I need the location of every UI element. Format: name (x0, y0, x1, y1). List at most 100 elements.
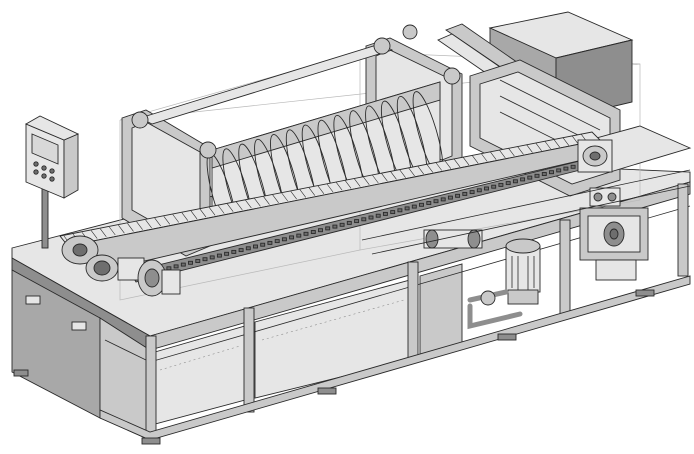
chain-link (498, 182, 504, 187)
belt-slat (272, 194, 279, 203)
chain-link (512, 179, 518, 184)
belt-slat (408, 167, 415, 177)
chain-link (274, 239, 280, 244)
control-button-3 (49, 168, 55, 174)
belt-slats (63, 133, 588, 245)
belt-slat (245, 199, 252, 209)
leg-front-5 (677, 183, 689, 277)
belt-slat (553, 139, 560, 148)
control-button-4 (33, 169, 39, 175)
chain-link (491, 184, 497, 189)
chain-link (476, 188, 482, 193)
chain-link (281, 237, 287, 242)
lower-drive-assembly (361, 169, 691, 330)
chain-link (361, 217, 367, 222)
control-button-2 (41, 165, 47, 171)
base-frame (11, 157, 691, 445)
chain-link (520, 177, 526, 182)
belt-slat (480, 153, 488, 162)
belt-slat (562, 137, 570, 146)
chain-link (188, 260, 193, 265)
chain-link (419, 202, 424, 207)
belt-slat (118, 225, 125, 234)
drum-body-shadow (211, 81, 441, 169)
chain-link (541, 172, 547, 176)
belt-slat (535, 142, 542, 151)
belt-slat (508, 147, 515, 157)
chain-link (346, 220, 352, 225)
chain-link (238, 248, 244, 253)
belt-slat (299, 189, 307, 198)
chain-link (202, 257, 208, 262)
gear-drive-left (423, 229, 483, 249)
belt-slat (426, 164, 434, 173)
chain-link (303, 231, 309, 236)
belt-slat (499, 149, 506, 159)
chain-link (570, 164, 576, 169)
belt-slat (109, 226, 116, 236)
control-button-5 (41, 173, 47, 179)
control-button-6 (49, 176, 55, 182)
chain-link (382, 211, 388, 216)
belt-slat (326, 183, 334, 193)
belt-slat (390, 171, 397, 180)
chain-link (173, 264, 179, 269)
leg-front-2 (243, 307, 255, 413)
chain-link (411, 204, 417, 209)
chain-link (209, 255, 215, 260)
belt-slat (444, 160, 452, 169)
control-screen (31, 133, 59, 165)
right-conveyor-drive (577, 139, 613, 173)
belt-slat (163, 216, 171, 225)
chain-link (390, 210, 396, 215)
foot-2 (141, 437, 161, 445)
handwheel-left-mid (199, 141, 217, 159)
belt-slat (254, 198, 261, 207)
chain-link (426, 201, 432, 205)
control-button-1 (33, 161, 39, 167)
chain-link (534, 173, 540, 178)
belt-slat (544, 140, 551, 150)
chain-link (216, 253, 222, 258)
belt-slat (417, 165, 424, 175)
chain-link (397, 208, 403, 213)
pump-motor (505, 238, 541, 305)
foot-5 (635, 289, 655, 297)
belt-slat (236, 201, 243, 211)
belt-slat (381, 173, 388, 182)
chain-link (332, 224, 338, 229)
control-box-top (24, 115, 80, 141)
belt-slat (290, 191, 297, 200)
chain-link (180, 262, 186, 267)
chain-link (224, 251, 230, 256)
belt-slat (399, 169, 406, 178)
chain-link (354, 219, 360, 224)
belt-slat (517, 146, 524, 155)
belt-slat (217, 205, 225, 214)
belt-slat (281, 192, 288, 202)
belt-slat (181, 212, 189, 221)
belt-slat (127, 223, 134, 232)
belt-slat (199, 208, 207, 218)
chain-link (404, 206, 410, 211)
belt-slat (453, 158, 461, 168)
chain-link (318, 228, 323, 233)
belt-slat (526, 144, 533, 153)
chain-link (556, 168, 562, 173)
chain-link (447, 195, 453, 200)
chain-link (433, 199, 439, 204)
chain-link (260, 242, 266, 247)
cabinet-handle-lower (71, 321, 87, 331)
control-pole (41, 185, 49, 249)
pipe-valve (480, 290, 496, 306)
pipe-2 (467, 303, 523, 330)
chain-link (440, 197, 446, 202)
chain-links (137, 159, 598, 278)
handwheel-rear (402, 24, 418, 40)
belt-slat (226, 203, 234, 212)
chain-link (267, 240, 273, 245)
foot-1 (13, 369, 29, 377)
conveyor (59, 131, 613, 297)
belt-slat (190, 210, 198, 220)
